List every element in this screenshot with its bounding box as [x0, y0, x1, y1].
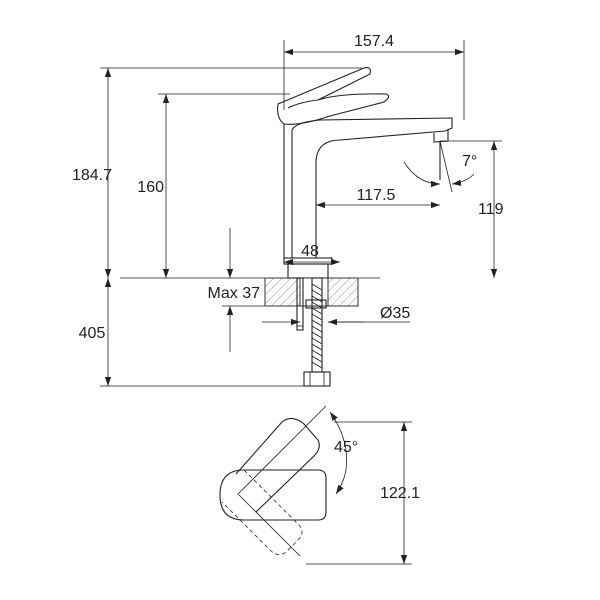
base-width-label: 48: [301, 243, 319, 260]
spout-angle-label: 7°: [462, 153, 477, 170]
mounting-hardware: [296, 277, 331, 387]
overall-length-label: 157.4: [354, 33, 394, 50]
hose-connector: [303, 371, 331, 387]
dim-hose-length: 405: [79, 278, 304, 387]
plan-lever-rotated: [221, 469, 303, 555]
dim-plan-depth: 122.1: [306, 421, 420, 565]
hole-diameter-label: Ø35: [380, 305, 410, 322]
lever-handle: [277, 67, 390, 125]
total-height-label: 184.7: [72, 167, 112, 184]
dim-overall-length: 157.4: [283, 33, 465, 120]
plan-lever-rest: [235, 417, 320, 513]
dim-base-width: 48: [284, 243, 340, 266]
dim-spout-height: 160: [137, 93, 290, 278]
faucet-body: [283, 117, 453, 259]
spout-height-label: 160: [137, 179, 164, 196]
dim-hole-diameter: Ø35: [262, 305, 410, 326]
dim-lever-rotation: 45°: [329, 411, 358, 495]
hose-length-label: 405: [79, 325, 106, 342]
plan-base: [219, 469, 327, 521]
spout-reach-label: 117.5: [357, 187, 396, 204]
dim-spout-reach: 117.5: [315, 160, 440, 212]
faucet-plan-view: [219, 405, 327, 557]
dim-spout-angle: 7°: [403, 140, 477, 193]
counter-thickness-label: Max 37: [208, 285, 261, 302]
dim-outlet-height: 119: [440, 140, 504, 278]
plan-depth-label: 122.1: [380, 485, 420, 502]
dim-total-height: 184.7: [72, 67, 362, 278]
outlet-height-label: 119: [478, 201, 504, 218]
spout-outlet: [433, 130, 449, 143]
faucet-side-view: [277, 67, 453, 279]
dim-counter-thickness: Max 37: [208, 228, 265, 352]
lever-rotation-label: 45°: [334, 439, 358, 456]
